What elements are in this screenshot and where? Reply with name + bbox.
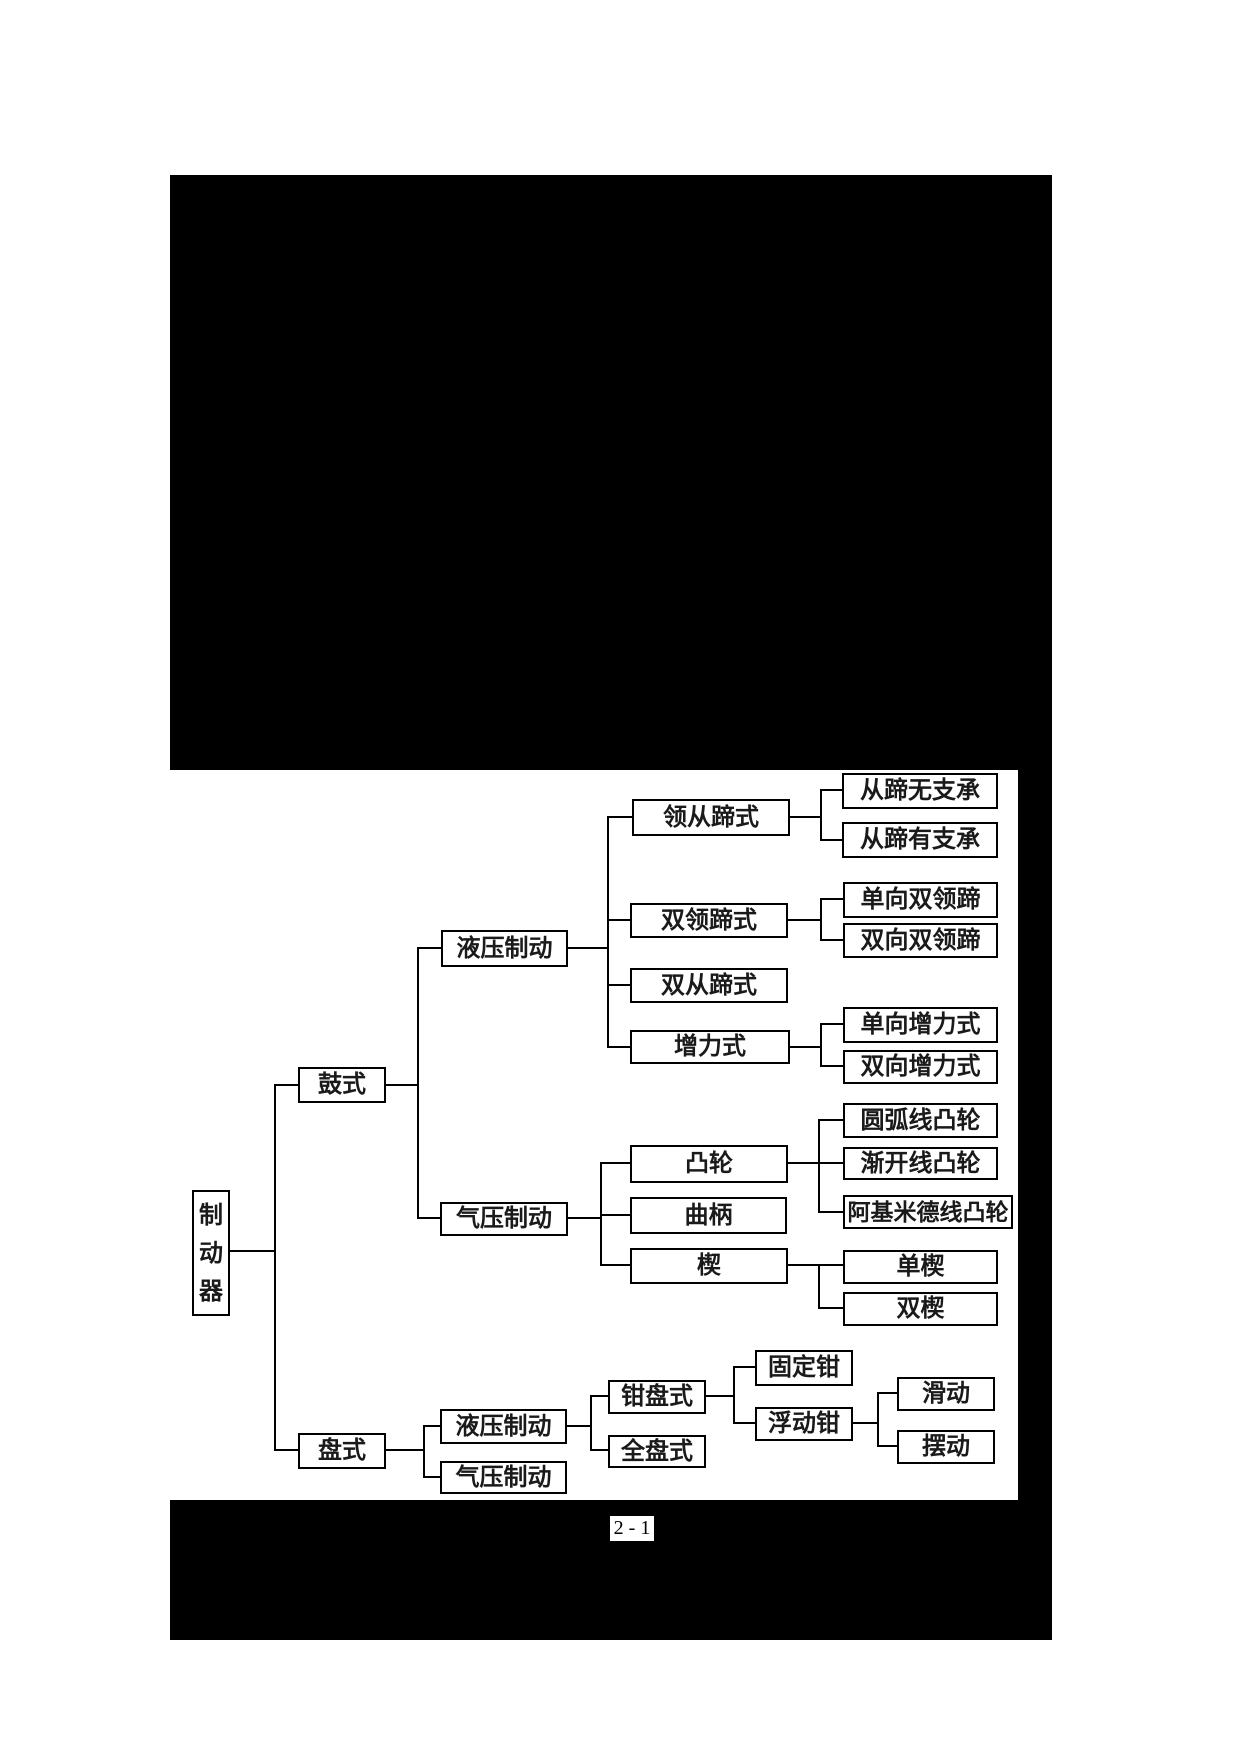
connector — [590, 1395, 608, 1397]
connector — [568, 1217, 601, 1219]
node-duo-leading-shoe: 双领蹄式 — [630, 903, 788, 938]
connector — [820, 1023, 843, 1025]
node-brake-root: 制动器 — [192, 1190, 230, 1316]
page-number: 2 - 1 — [610, 1516, 654, 1541]
connector — [877, 1392, 897, 1394]
node-drum-type: 鼓式 — [298, 1067, 386, 1103]
node-crank: 曲柄 — [630, 1197, 787, 1234]
node-servo-type: 增力式 — [630, 1030, 790, 1064]
connector — [788, 1162, 843, 1164]
connector — [423, 1476, 440, 1478]
connector — [230, 1250, 275, 1252]
connector — [790, 816, 821, 818]
connector — [788, 1264, 843, 1266]
node-drum-pneumatic-brake: 气压制动 — [440, 1202, 568, 1236]
connector — [600, 1264, 630, 1266]
node-disc-hydraulic-brake: 液压制动 — [440, 1409, 567, 1444]
connector — [607, 816, 632, 818]
node-disc-type: 盘式 — [298, 1433, 386, 1469]
node-double-wedge: 双楔 — [843, 1292, 998, 1326]
node-bi-servo: 双向增力式 — [843, 1050, 998, 1084]
node-leading-trailing-shoe: 领从蹄式 — [632, 799, 790, 836]
node-uni-duo-leading-shoe: 单向双领蹄 — [843, 882, 998, 918]
node-caliper-disc: 钳盘式 — [608, 1380, 706, 1414]
node-full-disc: 全盘式 — [608, 1435, 706, 1468]
connector — [417, 1217, 440, 1219]
connector — [733, 1366, 735, 1424]
connector — [607, 816, 609, 1048]
connector — [423, 1425, 425, 1478]
node-drum-hydraulic-brake: 液压制动 — [441, 930, 568, 967]
node-trailing-shoe-no-support: 从蹄无支承 — [842, 773, 998, 809]
connector — [820, 898, 822, 941]
connector — [790, 1046, 821, 1048]
connector — [818, 1211, 843, 1213]
connector — [590, 1449, 608, 1451]
connector — [607, 919, 630, 921]
connector — [590, 1395, 592, 1451]
connector — [818, 1307, 843, 1309]
node-floating-caliper: 浮动钳 — [755, 1407, 853, 1441]
connector — [820, 839, 842, 841]
connector — [607, 984, 630, 986]
connector — [820, 1065, 843, 1067]
connector — [820, 789, 822, 841]
connector — [877, 1392, 879, 1447]
connector — [820, 1023, 822, 1067]
connector — [852, 1422, 878, 1424]
connector — [877, 1445, 897, 1447]
connector — [733, 1422, 755, 1424]
connector — [275, 1449, 298, 1451]
connector — [600, 1162, 630, 1164]
connector — [818, 1264, 820, 1309]
node-fixed-caliper: 固定钳 — [755, 1350, 853, 1386]
node-wedge: 楔 — [630, 1248, 788, 1284]
node-trailing-shoe-with-support: 从蹄有支承 — [842, 822, 998, 858]
connector — [600, 1214, 630, 1216]
node-archimedes-cam: 阿基米德线凸轮 — [843, 1195, 1013, 1229]
connector — [818, 1119, 820, 1213]
connector — [788, 919, 821, 921]
connector — [417, 947, 419, 1219]
connector — [274, 1084, 276, 1451]
connector — [733, 1366, 755, 1368]
node-duo-trailing-shoe: 双从蹄式 — [630, 968, 788, 1003]
node-sliding: 滑动 — [897, 1377, 995, 1411]
connector — [820, 789, 842, 791]
connector — [820, 939, 843, 941]
node-arc-cam: 圆弧线凸轮 — [843, 1103, 998, 1138]
connector — [607, 1046, 630, 1048]
node-single-wedge: 单楔 — [843, 1250, 998, 1284]
connector — [385, 1449, 424, 1451]
connector — [423, 1425, 440, 1427]
connector — [275, 1084, 298, 1086]
node-bi-duo-leading-shoe: 双向双领蹄 — [843, 923, 998, 958]
connector — [417, 947, 441, 949]
node-uni-servo: 单向增力式 — [843, 1007, 998, 1043]
node-disc-pneumatic-brake: 气压制动 — [440, 1461, 567, 1494]
connector — [385, 1084, 418, 1086]
connector — [818, 1119, 843, 1121]
connector — [820, 898, 843, 900]
connector — [568, 947, 608, 949]
connector — [567, 1425, 591, 1427]
connector — [705, 1395, 734, 1397]
node-swinging: 摆动 — [897, 1430, 995, 1464]
node-involute-cam: 渐开线凸轮 — [843, 1147, 998, 1180]
node-cam: 凸轮 — [630, 1145, 788, 1183]
